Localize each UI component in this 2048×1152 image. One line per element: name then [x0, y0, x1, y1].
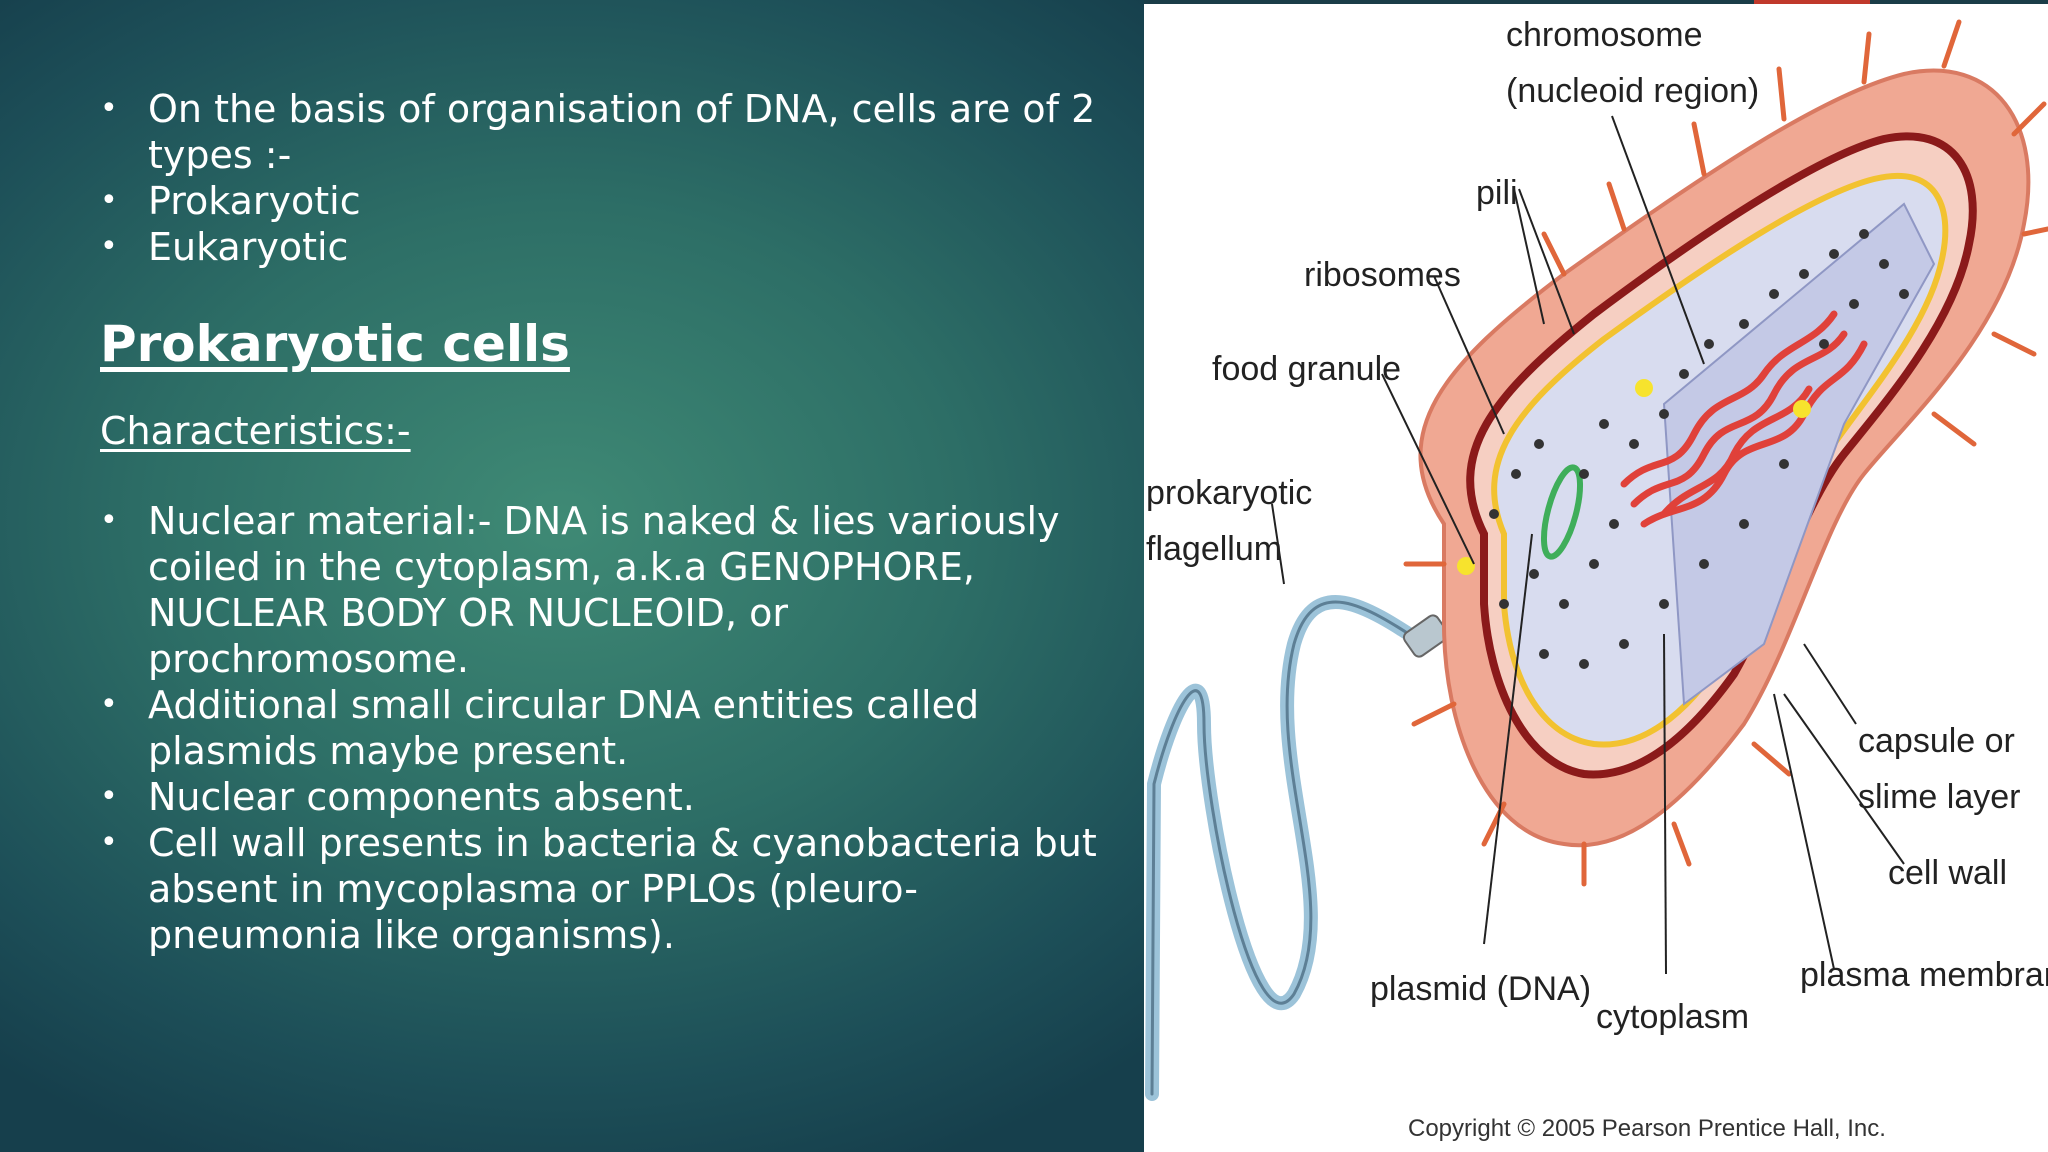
label-prokaryotic: prokaryotic: [1146, 474, 1312, 512]
food-granule: [1793, 400, 1811, 418]
text-panel: On the basis of organisation of DNA, cel…: [100, 86, 1120, 958]
food-granule: [1457, 557, 1475, 575]
label-plasma-membrane: plasma membrane: [1800, 956, 2048, 994]
chromosome-nucleoid: [1620, 310, 1868, 528]
label-chromosome: chromosome: [1506, 16, 1703, 54]
top-border-bar: [1144, 0, 2048, 4]
pili: [1403, 19, 2048, 887]
cell-diagram: chromosome (nucleoid region) pili riboso…: [1145, 16, 2048, 1142]
food-granule: [1635, 379, 1653, 397]
leader-lines: [1271, 115, 1905, 975]
section-heading: Prokaryotic cells: [100, 315, 570, 373]
intro-bullet: Prokaryotic: [100, 178, 1120, 224]
label-capsule: capsule or: [1858, 722, 2015, 760]
label-food-granule: food granule: [1212, 350, 1401, 388]
flagellum-highlight: [1150, 600, 1426, 1096]
label-cytoplasm: cytoplasm: [1596, 998, 1749, 1036]
label-slime-layer: slime layer: [1858, 778, 2020, 816]
characteristics-subheading: Characteristics:-: [100, 409, 411, 453]
intro-bullet: On the basis of organisation of DNA, cel…: [100, 86, 1120, 178]
label-cell-wall: cell wall: [1888, 854, 2007, 892]
copyright-notice: Copyright © 2005 Pearson Prentice Hall, …: [1408, 1115, 1886, 1142]
characteristics-list: Nuclear material:- DNA is naked & lies v…: [100, 498, 1120, 958]
intro-bullet-list: On the basis of organisation of DNA, cel…: [100, 86, 1120, 270]
intro-bullet: Eukaryotic: [100, 224, 1120, 270]
characteristic-item: Cell wall presents in bacteria & cyanoba…: [100, 820, 1120, 958]
label-ribosomes: ribosomes: [1304, 256, 1461, 294]
characteristic-item: Nuclear material:- DNA is naked & lies v…: [100, 498, 1120, 682]
characteristic-item: Nuclear components absent.: [100, 774, 1120, 820]
characteristic-item: Additional small circular DNA entities c…: [100, 682, 1120, 774]
cytoplasm-cutaway: [1662, 202, 1936, 706]
label-plasmid: plasmid (DNA): [1370, 970, 1591, 1008]
label-pili: pili: [1476, 174, 1518, 212]
prokaryotic-cell-figure: chromosome (nucleoid region) pili riboso…: [1144, 4, 2048, 1152]
label-flagellum: flagellum: [1146, 530, 1282, 568]
top-accent-bar: [1754, 0, 1870, 4]
ribosomes: [1489, 229, 1909, 669]
label-nucleoid-region: (nucleoid region): [1506, 72, 1759, 110]
plasmid: [1540, 464, 1584, 560]
